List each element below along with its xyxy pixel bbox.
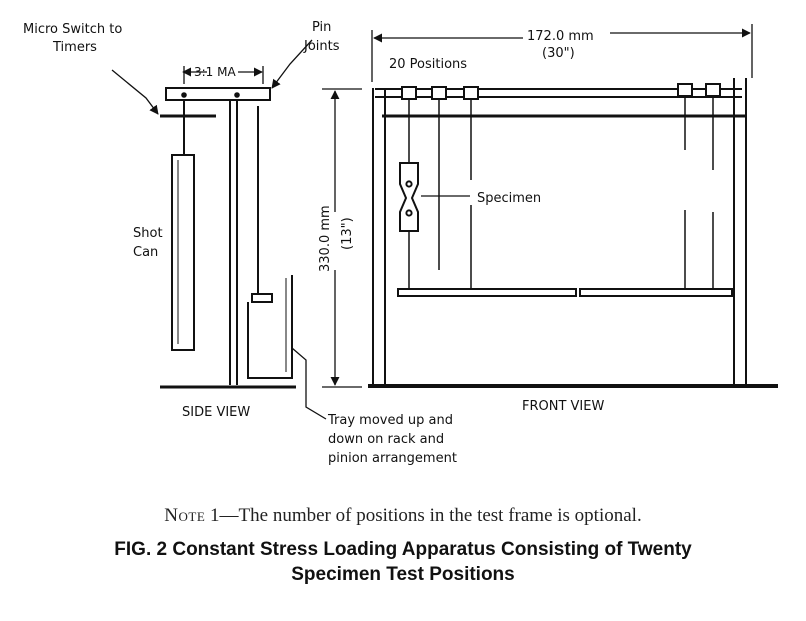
specimen-shape — [399, 162, 419, 232]
front-view-label: FRONT VIEW — [522, 399, 604, 414]
pin-joints-label: Pin — [312, 20, 331, 35]
width-in-label: (30") — [542, 46, 575, 61]
pin-joints-label-line2: Joints — [303, 39, 340, 54]
side-view-label: SIDE VIEW — [182, 405, 250, 420]
side-view-leaders — [111, 39, 327, 420]
note-text: 1—The number of positions in the test fr… — [205, 505, 642, 526]
tray-label-line3: pinion arrangement — [328, 451, 457, 466]
tray-label: Tray moved up and — [327, 413, 453, 428]
position-block — [463, 86, 479, 100]
front-view-dimensions — [322, 24, 753, 388]
shot-can — [171, 154, 195, 351]
position-block — [401, 86, 417, 100]
tray — [247, 275, 293, 379]
position-block — [705, 83, 721, 97]
position-block — [431, 86, 447, 100]
caption-line-1: FIG. 2 Constant Stress Loading Apparatus… — [114, 539, 692, 560]
shot-can-label: Shot — [133, 226, 163, 241]
lower-tray-bar — [397, 288, 577, 297]
width-mm-label: 172.0 mm — [527, 29, 594, 44]
shot-can-label-line2: Can — [133, 245, 158, 260]
side-view-drawing — [160, 87, 296, 389]
positions-label: 20 Positions — [389, 57, 467, 72]
pin-joint-left — [181, 92, 187, 98]
micro-switch-label-line2: Timers — [52, 40, 97, 55]
figure-note: Note 1—The number of positions in the te… — [0, 505, 806, 527]
height-mm-label: 330.0 mm — [318, 205, 333, 272]
figure-caption: FIG. 2 Constant Stress Loading Apparatus… — [0, 537, 806, 587]
ratio-label: 3:1 MA — [194, 65, 236, 79]
caption-line-2: Specimen Test Positions — [291, 564, 515, 585]
lever-beam — [165, 87, 271, 101]
labels: Micro Switch to Timers 3:1 MA Pin Joints… — [23, 20, 604, 466]
height-in-label: (13") — [340, 217, 355, 250]
tray-label-line2: down on rack and — [328, 432, 444, 447]
note-prefix: Note — [164, 505, 206, 526]
pin-joint-right — [234, 92, 240, 98]
front-view-drawing — [368, 78, 778, 388]
specimen-label: Specimen — [477, 191, 541, 206]
micro-switch-label: Micro Switch to — [23, 22, 122, 37]
position-block — [677, 83, 693, 97]
